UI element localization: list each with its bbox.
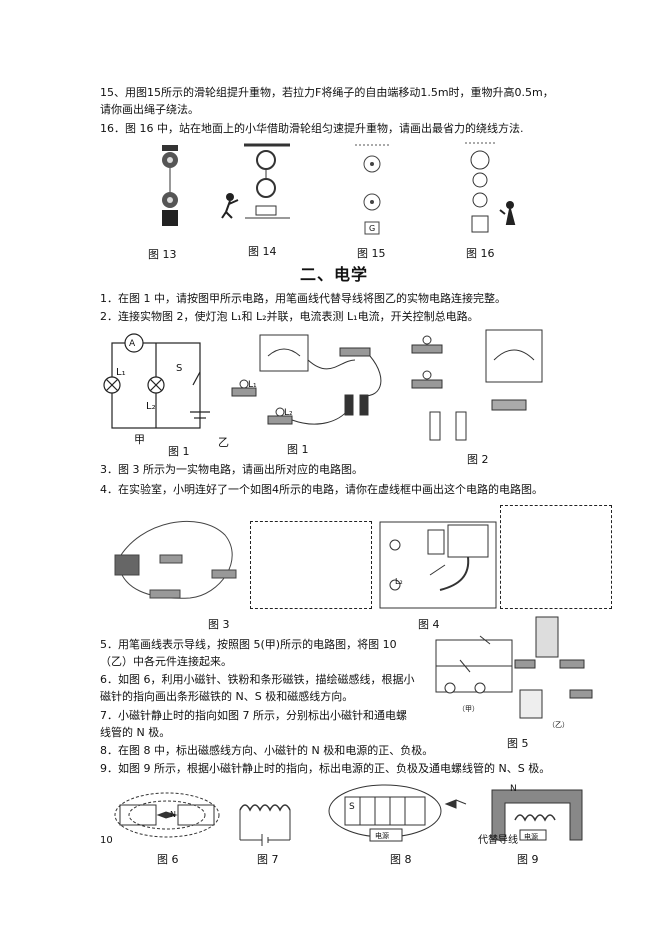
- caption-fig1a: 图 1: [168, 445, 190, 458]
- caption-jia: 甲: [134, 433, 145, 446]
- caption-fig13: 图 13: [148, 248, 177, 261]
- figure-15-pulleys: [355, 144, 390, 235]
- figure-5-apparatus: [514, 616, 593, 719]
- figure-9-magnet: [491, 789, 583, 841]
- lamp-l2-label: L₂: [146, 401, 156, 412]
- answer-box-fig3[interactable]: [250, 521, 372, 609]
- fig9-n-label: N: [510, 784, 517, 794]
- question-e2: 2．连接实物图 2，使灯泡 L₁和 L₂并联，电流表测 L₁电流，开关控制总电路…: [100, 310, 479, 323]
- weight-label-g: G: [369, 224, 376, 233]
- caption-fig7: 图 7: [257, 853, 279, 866]
- caption-fig8: 图 8: [390, 853, 412, 866]
- figure-1-schematic: [103, 333, 210, 429]
- figure-4-circuit: [379, 521, 497, 609]
- fig8-power-label: 电源: [375, 832, 389, 840]
- fig9-power-label: 电源: [524, 833, 538, 841]
- stray-number: 10: [100, 835, 113, 846]
- question-e9: 9．如图 9 所示，根据小磁针静止时的指向，标出电源的正、负极及通电螺线管的 N…: [100, 762, 551, 775]
- caption-fig4: 图 4: [418, 618, 440, 631]
- lamp-l1-label: L₁: [116, 367, 126, 378]
- question-15: 15、用图15所示的滑轮组提升重物，若拉力F将绳子的自由端移动1.5m时，重物升…: [100, 86, 554, 99]
- figure-5-schematic: [435, 635, 513, 694]
- question-15-cont: 请你画出绳子绕法。: [100, 103, 199, 116]
- question-e7: 7．小磁针静止时的指向如图 7 所示，分别标出小磁针和通电螺: [100, 709, 407, 722]
- figure-1-apparatus: [231, 334, 382, 425]
- caption-fig15: 图 15: [357, 247, 386, 260]
- fig4-lamp-label: L₂: [395, 577, 403, 586]
- question-16: 16．图 16 中，站在地面上的小华借助滑轮组匀速提升重物，请画出最省力的绕线方…: [100, 122, 524, 135]
- figure-7-solenoid: [239, 804, 291, 846]
- caption-fig2: 图 2: [467, 453, 489, 466]
- apparatus-l2-label: L₂: [284, 408, 293, 418]
- caption-fig9: 图 9: [517, 853, 539, 866]
- caption-fig16: 图 16: [466, 247, 495, 260]
- caption-fig6: 图 6: [157, 853, 179, 866]
- ammeter-label: A: [129, 339, 136, 349]
- question-e7-cont: 线管的 N 极。: [100, 726, 171, 739]
- figure-2-apparatus: [411, 329, 543, 441]
- question-e4: 4．在实验室，小明连好了一个如图4所示的电路，请你在虚线框中画出这个电路的电路图…: [100, 483, 543, 496]
- question-e6-cont: 磁针的指向画出条形磁铁的 N、S 极和磁感线方向。: [100, 690, 354, 703]
- switch-s-label: S: [176, 363, 183, 374]
- figure-14-pulleys: [221, 143, 290, 219]
- figure-16-pulleys: [465, 142, 516, 233]
- caption-fig14: 图 14: [248, 245, 277, 258]
- apparatus-l1-label: L₁: [248, 380, 257, 390]
- caption-fig5-jia: （甲）: [458, 705, 479, 713]
- section-title: 二、电学: [300, 265, 369, 284]
- question-e5-cont: （乙）中各元件连接起来。: [100, 655, 232, 668]
- question-e3: 3．图 3 所示为一实物电路，请画出所对应的电路图。: [100, 463, 363, 476]
- question-e5: 5．用笔画线表示导线，按照图 5(甲)所示的电路图，将图 10: [100, 638, 397, 651]
- fig6-n-label: N: [170, 810, 176, 819]
- caption-fig5: 图 5: [507, 737, 529, 750]
- fig8-s-label: S: [349, 802, 355, 812]
- question-e1: 1．在图 1 中，请按图甲所示电路，用笔画线代替导线将图乙的实物电路连接完整。: [100, 292, 506, 305]
- figure-3-circuit: [114, 520, 237, 599]
- stray-text: 代替导线: [478, 835, 518, 846]
- answer-box-fig4[interactable]: [500, 505, 612, 609]
- figure-6-magnets: [114, 792, 220, 838]
- question-e6: 6．如图 6，利用小磁针、铁粉和条形磁铁，描绘磁感线，根据小: [100, 673, 415, 686]
- caption-fig5-yi: （乙）: [548, 721, 569, 729]
- figure-13-pulleys: [162, 145, 178, 226]
- caption-fig1b: 图 1: [287, 443, 309, 456]
- figure-8-solenoid: [328, 784, 467, 842]
- question-e8: 8．在图 8 中，标出磁感线方向、小磁针的 N 极和电源的正、负极。: [100, 744, 434, 757]
- caption-fig3: 图 3: [208, 618, 230, 631]
- caption-yi: 乙: [218, 436, 229, 449]
